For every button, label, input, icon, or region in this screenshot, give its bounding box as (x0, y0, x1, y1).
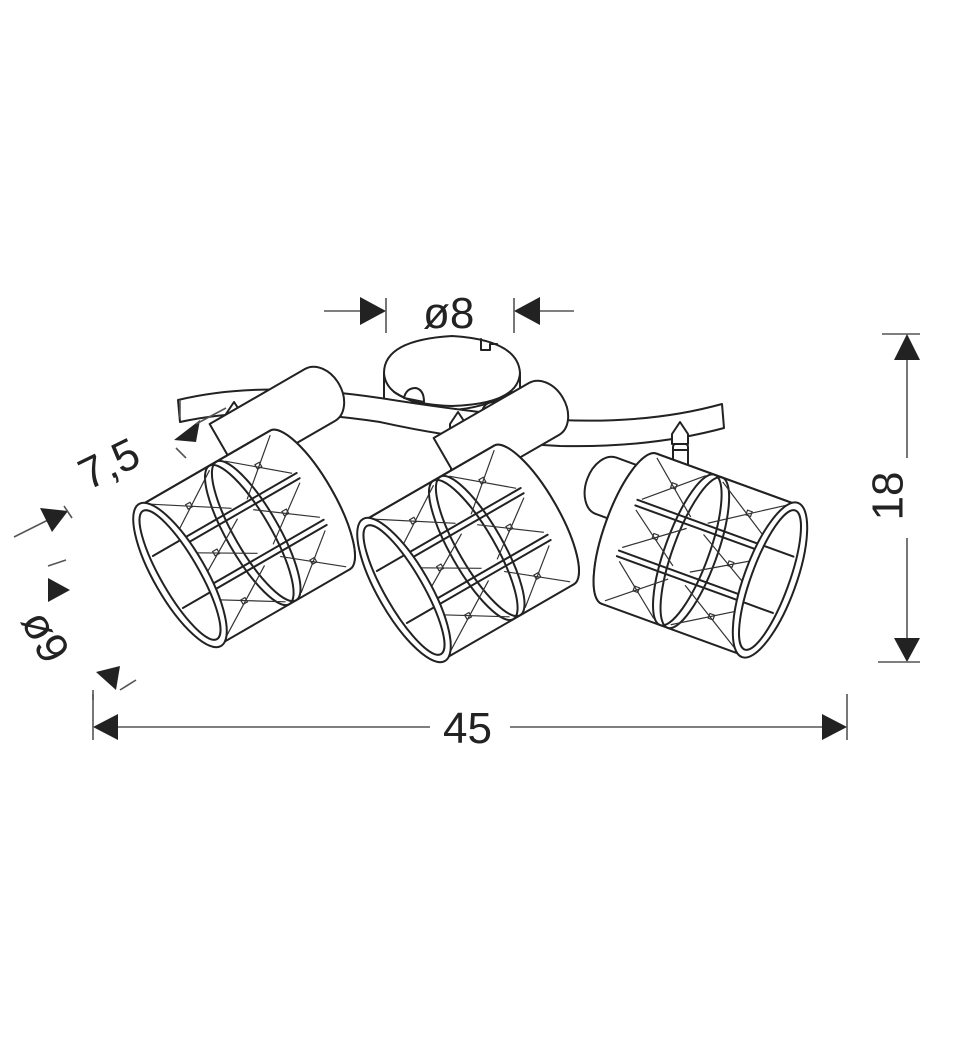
dimension-shade-length (13, 400, 227, 538)
label-canopy-diameter: ø8 (423, 289, 475, 338)
dimension-shade-diameter (47, 559, 137, 700)
dimension-canopy-diameter (324, 297, 574, 333)
label-total-height: 18 (863, 471, 913, 521)
spot-right (577, 421, 824, 667)
spot-left (115, 365, 373, 661)
spot-middle (339, 379, 597, 676)
dimension-total-height (878, 333, 920, 663)
label-total-width: 45 (443, 704, 492, 753)
dimension-total-width (92, 694, 848, 740)
